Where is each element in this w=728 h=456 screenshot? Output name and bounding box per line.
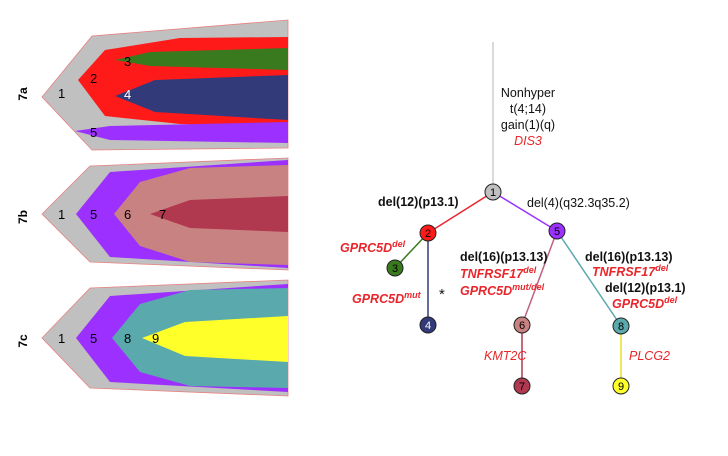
edge-5-6-label-a: del(16)(p13.13) xyxy=(460,250,548,264)
clone-label-4: 4 xyxy=(124,87,131,102)
fish-plot-7b: 7b 1 5 6 7 xyxy=(16,157,289,271)
svg-text:DIS3: DIS3 xyxy=(514,134,542,148)
svg-text:1: 1 xyxy=(490,187,496,199)
svg-text:3: 3 xyxy=(392,263,398,275)
clone-label-5: 5 xyxy=(90,207,97,222)
tree-node-6: 6 xyxy=(513,316,531,334)
svg-text:2: 2 xyxy=(425,228,431,240)
node-2-label: GPRC5Ddel xyxy=(340,239,406,255)
edge-1-2 xyxy=(427,191,494,234)
tree-node-9: 9 xyxy=(612,377,630,395)
clone-label-1: 1 xyxy=(58,86,65,101)
edge-6-7-label: KMT2C xyxy=(484,349,527,363)
clone-label-5: 5 xyxy=(90,125,97,140)
edge-5-6-label-c: GPRC5Dmut/del xyxy=(460,282,545,298)
tree-node-8: 8 xyxy=(612,317,630,335)
edge-1-2-label: del(12)(p13.1) xyxy=(378,195,459,209)
svg-text:6: 6 xyxy=(519,320,525,332)
edge-5-6-label-b: TNFRSF17del xyxy=(460,265,537,281)
svg-text:5: 5 xyxy=(554,226,560,238)
tree-node-4: 4 xyxy=(419,316,437,334)
edge-5-8-label-d: GPRC5Ddel xyxy=(612,295,678,311)
root-annotation: Nonhyper t(4;14) gain(1)(q) DIS3 xyxy=(501,86,555,148)
clone-7-region xyxy=(150,196,288,232)
edge-5-8 xyxy=(556,230,622,327)
fish-plot-7c: 7c 1 5 8 9 xyxy=(16,279,289,397)
panel-label-7a: 7a xyxy=(16,87,30,101)
tree-node-2: 2 xyxy=(419,224,437,242)
svg-text:Nonhyper: Nonhyper xyxy=(501,86,555,100)
clone-4-region xyxy=(115,75,288,120)
edge-5-6 xyxy=(521,230,558,326)
tree-node-5: 5 xyxy=(548,222,566,240)
svg-text:7: 7 xyxy=(519,381,525,393)
edge-5-8-label-a: del(16)(p13.13) xyxy=(585,250,673,264)
clone-label-1: 1 xyxy=(58,207,65,222)
tree-node-3: 3 xyxy=(386,259,404,277)
node-3-label: GPRC5Dmut xyxy=(352,290,422,306)
svg-text:t(4;14): t(4;14) xyxy=(510,102,546,116)
clone-label-9: 9 xyxy=(152,331,159,346)
edge-5-8-label-b: TNFRSF17del xyxy=(592,263,669,279)
phylogenetic-tree: 1 2 3 4 5 6 7 8 xyxy=(340,42,686,395)
tree-node-7: 7 xyxy=(513,377,531,395)
clone-label-7: 7 xyxy=(159,207,166,222)
svg-text:9: 9 xyxy=(618,381,624,393)
edge-5-8-label-c: del(12)(p13.1) xyxy=(605,281,686,295)
edge-1-5-label: del(4)(q32.3q35.2) xyxy=(527,196,630,210)
svg-text:8: 8 xyxy=(618,321,624,333)
tree-node-1: 1 xyxy=(484,183,502,201)
clone-label-8: 8 xyxy=(124,331,131,346)
panel-label-7c: 7c xyxy=(16,334,30,348)
clone-5-region xyxy=(75,122,288,143)
clone-label-1: 1 xyxy=(58,331,65,346)
clone-3-region xyxy=(115,48,288,70)
clone-label-2: 2 xyxy=(90,71,97,86)
edge-8-9-label: PLCG2 xyxy=(629,349,670,363)
edge-1-5 xyxy=(492,191,558,232)
svg-text:gain(1)(q): gain(1)(q) xyxy=(501,118,555,132)
clone-9-region xyxy=(142,316,288,362)
star-marker: * xyxy=(439,286,445,303)
fish-plot-7a: 7a 1 2 3 4 5 xyxy=(16,19,289,151)
clone-label-6: 6 xyxy=(124,207,131,222)
clone-label-3: 3 xyxy=(124,54,131,69)
svg-text:4: 4 xyxy=(425,320,431,332)
clone-label-5: 5 xyxy=(90,331,97,346)
panel-label-7b: 7b xyxy=(16,210,30,224)
